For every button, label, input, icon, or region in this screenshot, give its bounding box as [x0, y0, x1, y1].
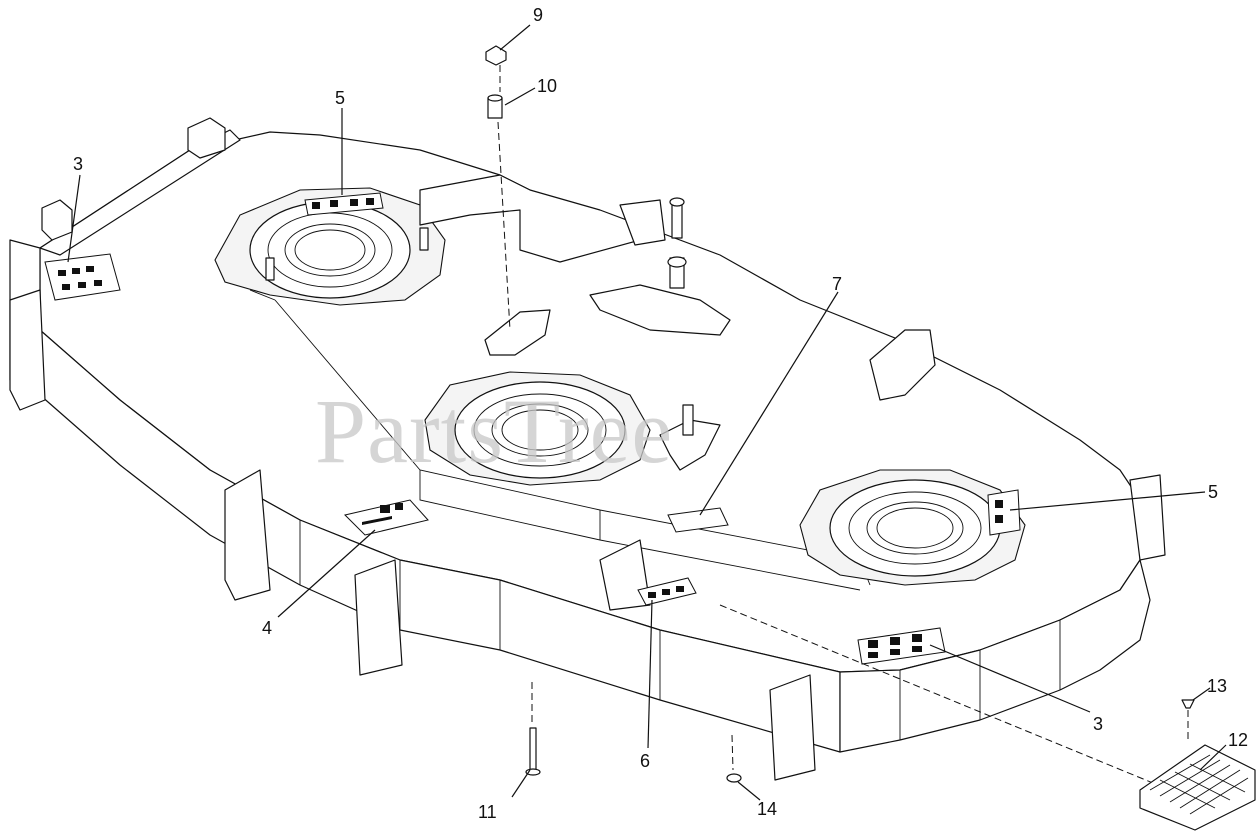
leader-lines: [67, 24, 1227, 801]
callout-13: 13: [1207, 676, 1227, 696]
decal-5-left: [304, 192, 384, 216]
callout-7: 7: [832, 274, 842, 294]
part-12-grille: [1139, 744, 1256, 831]
spindle-left: [214, 187, 446, 306]
callout-5-right: 5: [1208, 482, 1218, 502]
part-13-pin: [1181, 699, 1195, 709]
front-brackets: [9, 289, 1166, 781]
part-14-nut: [726, 773, 742, 783]
watermark: PartsTree: [315, 380, 673, 482]
spindle-right: [799, 469, 1026, 586]
decal-3-right: [857, 627, 946, 665]
callouts: 9 10 5 3 7 5 4 6 3 11 14 13 12: [73, 5, 1248, 822]
callout-10: 10: [537, 76, 557, 96]
callout-3-right: 3: [1093, 714, 1103, 734]
callout-6: 6: [640, 751, 650, 771]
part-11-bolt: [529, 727, 537, 771]
idler-brackets: [419, 174, 936, 471]
decal-5-right: [987, 489, 1021, 536]
hardware: [485, 45, 1256, 831]
callout-3-left: 3: [73, 154, 83, 174]
callout-12: 12: [1228, 730, 1248, 750]
callout-14: 14: [757, 799, 777, 819]
callout-5-top: 5: [335, 88, 345, 108]
spindle-center: [424, 371, 651, 486]
callout-4: 4: [262, 618, 272, 638]
part-9-nut: [485, 45, 507, 66]
callout-9: 9: [533, 5, 543, 25]
callout-11: 11: [478, 802, 497, 822]
